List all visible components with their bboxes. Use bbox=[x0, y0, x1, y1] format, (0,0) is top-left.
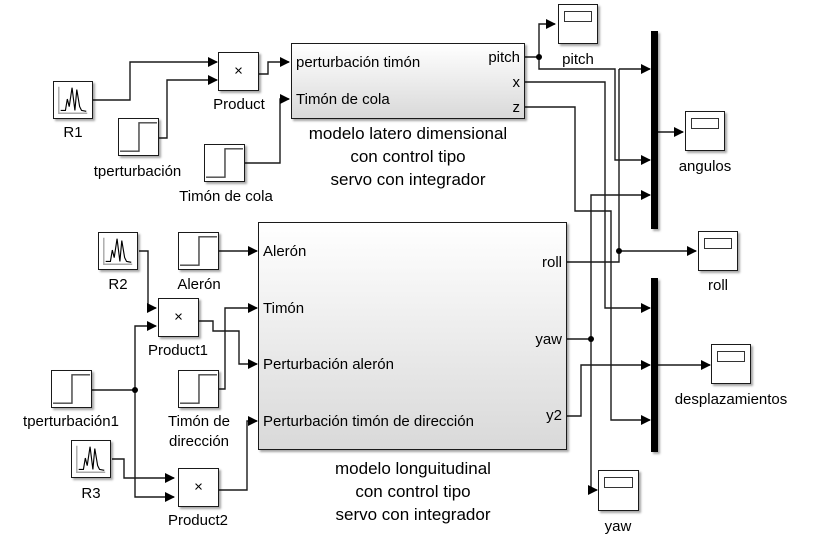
wire-yaw-scope bbox=[588, 339, 598, 495]
label-tperturbacion: tperturbación bbox=[93, 163, 182, 180]
label-r2: R2 bbox=[108, 276, 128, 293]
multiply-icon: × bbox=[194, 478, 203, 496]
scope-icon bbox=[704, 238, 732, 249]
caption-lateral-line2: con control tipo bbox=[350, 147, 466, 166]
subsystem-longitudinal[interactable]: Alerón Timón Perturbación alerón Perturb… bbox=[258, 222, 567, 450]
step-icon bbox=[180, 374, 217, 404]
block-aleron[interactable] bbox=[178, 232, 219, 270]
label-tperturbacion1: tperturbación1 bbox=[23, 413, 119, 430]
caption-longitudinal-line3: servo con integrador bbox=[335, 505, 491, 524]
inport-timon-de-cola: Timón de cola bbox=[296, 91, 390, 108]
wire-product2-long bbox=[218, 416, 258, 491]
step-icon bbox=[120, 122, 157, 152]
scope-roll[interactable] bbox=[698, 231, 738, 271]
block-product2[interactable]: × bbox=[178, 468, 219, 507]
step-icon bbox=[206, 148, 243, 178]
branch-point-tpert1 bbox=[132, 387, 138, 393]
inport-timon: Timón bbox=[263, 300, 305, 317]
block-tperturbacion[interactable] bbox=[118, 118, 159, 156]
label-aleron: Alerón bbox=[177, 276, 221, 293]
block-product1[interactable]: × bbox=[158, 298, 199, 337]
label-scope-roll: roll bbox=[707, 277, 728, 294]
block-r1[interactable] bbox=[53, 81, 93, 119]
wire-yaw-branch bbox=[567, 190, 651, 340]
block-timon-de-cola[interactable] bbox=[204, 144, 245, 182]
branch-point-roll bbox=[616, 248, 622, 254]
label-scope-pitch: pitch bbox=[562, 51, 594, 68]
outport-pitch: pitch bbox=[488, 49, 520, 66]
wire-pitch-mux bbox=[538, 57, 651, 165]
branch-point-pitch bbox=[536, 54, 542, 60]
inport-perturbacion-timon: perturbación timón bbox=[296, 54, 421, 71]
random-signal-icon bbox=[103, 237, 133, 265]
label-timon-de-direccion-line2: dirección bbox=[168, 433, 230, 450]
label-scope-desplazamientos: desplazamientos bbox=[674, 391, 788, 408]
label-scope-yaw: yaw bbox=[604, 518, 632, 535]
block-product[interactable]: × bbox=[218, 52, 259, 91]
branch-point-yaw bbox=[588, 336, 594, 342]
caption-lateral-line1: modelo latero dimensional bbox=[308, 124, 508, 143]
label-scope-angulos: angulos bbox=[678, 158, 732, 175]
multiply-icon: × bbox=[174, 308, 183, 326]
wire-r3-product2 bbox=[112, 458, 175, 483]
scope-icon bbox=[604, 477, 633, 488]
inport-aleron: Alerón bbox=[263, 243, 307, 260]
label-product1: Product1 bbox=[147, 342, 209, 359]
scope-icon bbox=[717, 351, 745, 362]
scope-desplazamientos[interactable] bbox=[711, 344, 751, 384]
inport-perturbacion-aleron: Perturbación alerón bbox=[263, 356, 394, 373]
outport-x: x bbox=[512, 74, 521, 91]
label-product2: Product2 bbox=[167, 512, 229, 529]
caption-longitudinal-line2: con control tipo bbox=[355, 482, 471, 501]
label-timon-de-cola: Timón de cola bbox=[179, 188, 273, 205]
label-r3: R3 bbox=[81, 485, 101, 502]
step-icon bbox=[53, 374, 90, 404]
scope-yaw[interactable] bbox=[598, 470, 639, 511]
outport-y2: y2 bbox=[546, 407, 562, 424]
wire-r2-product1 bbox=[139, 250, 157, 313]
inport-perturbacion-timon-direccion: Perturbación timón de dirección bbox=[263, 413, 474, 430]
caption-lateral-line3: servo con integrador bbox=[330, 170, 486, 189]
wire-timondir-long bbox=[219, 303, 258, 390]
scope-icon bbox=[564, 11, 592, 22]
scope-angulos[interactable] bbox=[685, 111, 725, 151]
step-icon bbox=[180, 236, 217, 266]
block-r2[interactable] bbox=[98, 232, 138, 270]
block-tperturbacion1[interactable] bbox=[51, 370, 92, 408]
wire-r1-product bbox=[92, 57, 218, 101]
caption-longitudinal-line1: modelo longuitudinal bbox=[335, 459, 491, 478]
subsystem-lateral[interactable]: perturbación timón Timón de cola pitch x… bbox=[291, 43, 525, 119]
outport-roll: roll bbox=[541, 254, 562, 271]
scope-icon bbox=[691, 118, 719, 129]
mux-angulos[interactable] bbox=[651, 31, 658, 229]
random-signal-icon bbox=[76, 445, 106, 473]
scope-pitch[interactable] bbox=[558, 4, 598, 44]
mux-desplazamientos[interactable] bbox=[651, 278, 658, 452]
outport-z: z bbox=[512, 99, 521, 116]
wire-product-lateral bbox=[259, 57, 290, 75]
label-product: Product bbox=[213, 96, 265, 113]
random-signal-icon bbox=[58, 86, 88, 114]
outport-yaw: yaw bbox=[535, 331, 562, 348]
wire-y2-mux bbox=[567, 360, 651, 417]
wire-roll-branch bbox=[567, 69, 620, 263]
block-r3[interactable] bbox=[71, 440, 111, 478]
label-r1: R1 bbox=[63, 124, 83, 141]
multiply-icon: × bbox=[234, 62, 243, 80]
block-timon-de-direccion[interactable] bbox=[178, 370, 219, 408]
label-timon-de-direccion-line1: Timón de bbox=[168, 413, 230, 430]
